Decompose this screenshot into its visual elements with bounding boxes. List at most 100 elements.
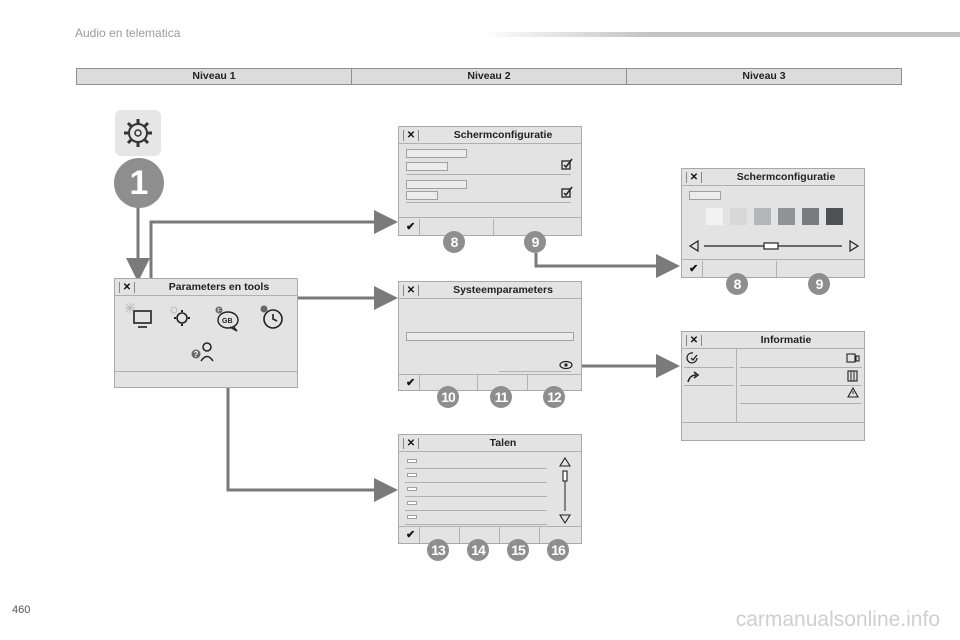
divider — [684, 385, 734, 386]
arrow-to-schermconfiguratie-l3 — [534, 253, 680, 278]
divider — [419, 219, 420, 235]
list-scrollbar[interactable] — [559, 457, 571, 525]
language-list-item[interactable] — [407, 501, 417, 505]
callout-15: 15 — [507, 539, 529, 561]
information-panel-title: Informatie — [760, 334, 812, 346]
color-swatch[interactable] — [778, 208, 795, 225]
color-swatch[interactable] — [754, 208, 771, 225]
gear-settings-icon[interactable] — [167, 303, 195, 331]
system-params-panel-title: Systeemparameters — [453, 284, 553, 296]
eye-icon[interactable] — [559, 360, 573, 370]
refresh-check-icon[interactable] — [686, 351, 700, 365]
screen-config-panel-title: Schermconfiguratie — [453, 129, 553, 141]
color-swatch[interactable] — [730, 208, 747, 225]
confirm-check-icon[interactable]: ✔ — [406, 529, 416, 541]
close-icon[interactable]: ✕ — [686, 172, 702, 183]
level-3-label: Niveau 3 — [626, 69, 901, 84]
callout-10: 10 — [437, 386, 459, 408]
color-swatch[interactable] — [706, 208, 723, 225]
callout-9: 9 — [808, 273, 830, 295]
option-field[interactable] — [406, 332, 574, 341]
divider — [499, 526, 500, 543]
close-icon[interactable]: ✕ — [403, 285, 419, 296]
callout-9: 9 — [524, 231, 546, 253]
option-value-field[interactable] — [406, 191, 438, 200]
warning-icon[interactable] — [847, 387, 859, 399]
color-swatch[interactable] — [826, 208, 843, 225]
divider — [399, 526, 581, 527]
divider — [740, 385, 862, 386]
settings-tile[interactable] — [115, 110, 161, 156]
divider — [405, 524, 547, 525]
language-icon[interactable]: F GB — [215, 306, 241, 332]
confirm-check-icon[interactable]: ✔ — [689, 263, 699, 275]
slider-handle — [763, 242, 779, 250]
language-list-item[interactable] — [407, 515, 417, 519]
screen-brightness-icon[interactable] — [125, 301, 155, 331]
divider — [684, 367, 734, 368]
clock-icon[interactable] — [260, 305, 286, 331]
help-icon[interactable]: ? — [191, 339, 217, 365]
f-badge-text: F — [217, 308, 221, 314]
parameters-panel-title: Parameters en tools — [168, 281, 270, 293]
option-field[interactable] — [406, 180, 467, 189]
divider — [115, 295, 297, 296]
screen-config-panel: ✕ Schermconfiguratie ✔ — [398, 126, 582, 236]
divider — [459, 526, 460, 543]
divider — [406, 202, 571, 203]
confirm-check-icon[interactable]: ✔ — [406, 221, 416, 233]
language-list-item[interactable] — [407, 459, 417, 463]
return-arrow-icon[interactable] — [686, 370, 700, 384]
brightness-slider[interactable] — [688, 239, 860, 253]
callout-14: 14 — [467, 539, 489, 561]
divider — [740, 403, 862, 404]
divider — [682, 185, 864, 186]
divider — [405, 468, 547, 469]
confirm-check-icon[interactable]: ✔ — [406, 377, 416, 389]
scroll-up-icon — [559, 457, 571, 467]
option-value-field[interactable] — [406, 162, 448, 171]
gb-label: GB — [222, 318, 233, 325]
close-icon[interactable]: ✕ — [403, 130, 419, 141]
slider-left-arrow-icon — [688, 239, 699, 253]
divider — [682, 259, 864, 260]
language-list-item[interactable] — [407, 473, 417, 477]
divider — [399, 451, 581, 452]
close-icon[interactable]: ✕ — [686, 335, 702, 346]
screen-config-level3-panel: ✕ Schermconfiguratie ✔ — [681, 168, 865, 278]
system-params-panel: ✕ Systeemparameters ✔ — [398, 281, 582, 391]
callout-8: 8 — [443, 231, 465, 253]
divider — [527, 374, 528, 390]
divider — [740, 367, 862, 368]
divider — [736, 348, 737, 422]
language-list-item[interactable] — [407, 487, 417, 491]
checkbox-icon[interactable] — [561, 186, 573, 198]
divider — [477, 374, 478, 390]
callout-8: 8 — [726, 273, 748, 295]
divider — [406, 174, 571, 175]
parameters-panel: ✕ Parameters en tools F GB ? — [114, 278, 298, 388]
step-number-badge: 1 — [114, 158, 164, 208]
level-header-bar: Niveau 1 Niveau 2 Niveau 3 — [76, 68, 902, 85]
list-icon[interactable] — [847, 370, 859, 382]
callout-13: 13 — [427, 539, 449, 561]
usb-device-icon[interactable] — [846, 352, 860, 364]
option-field[interactable] — [406, 149, 467, 158]
callout-16: 16 — [547, 539, 569, 561]
divider — [115, 371, 297, 372]
header-rule — [480, 32, 960, 37]
divider — [399, 298, 581, 299]
close-icon[interactable]: ✕ — [119, 282, 135, 293]
color-swatch[interactable] — [802, 208, 819, 225]
section-title: Audio en telematica — [75, 26, 181, 40]
option-field[interactable] — [689, 191, 721, 200]
divider — [419, 526, 420, 543]
close-icon[interactable]: ✕ — [403, 438, 419, 449]
callout-12: 12 — [543, 386, 565, 408]
help-badge-text: ? — [194, 350, 199, 359]
gear-icon — [124, 119, 152, 147]
languages-panel-title: Talen — [489, 437, 517, 449]
level-2-label: Niveau 2 — [351, 69, 626, 84]
page-number: 460 — [12, 604, 31, 616]
checkbox-icon[interactable] — [561, 158, 573, 170]
